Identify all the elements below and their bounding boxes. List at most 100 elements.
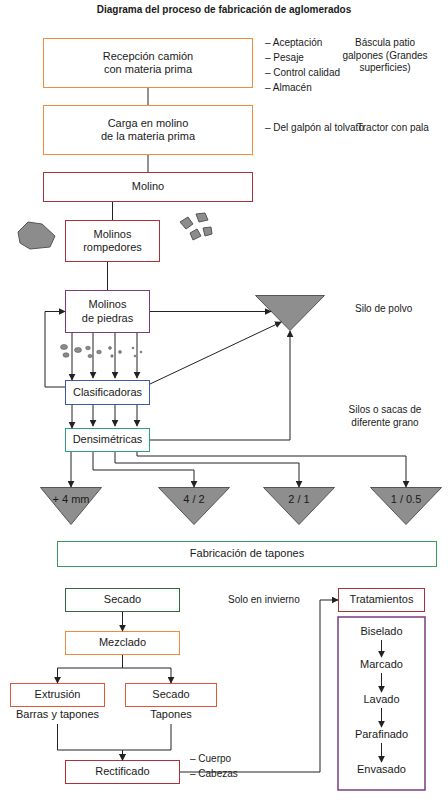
silo-shape (264, 488, 335, 525)
lane-arrow (93, 333, 94, 378)
silo-shape (159, 488, 230, 525)
annotation-label: – Almacén (265, 82, 312, 95)
flow-connector (115, 452, 299, 487)
annotation-label: – Cabezas (190, 768, 238, 781)
step-item: Marcado (338, 657, 425, 673)
flow-connector (72, 333, 73, 380)
flow-connector (58, 655, 123, 683)
process-box: Molino (43, 172, 253, 202)
node-text: Tratamientos (350, 593, 414, 606)
stone (132, 347, 134, 349)
node-text: + 4 mm (53, 493, 90, 506)
stone (88, 354, 92, 357)
stone (61, 345, 68, 350)
flow-connector (137, 452, 406, 487)
stone (119, 351, 122, 354)
node-text: Fabricación de tapones (190, 547, 304, 560)
pebble (190, 229, 201, 240)
lane-arrow (137, 405, 138, 426)
annotation-label: – Cuerpo (190, 753, 231, 766)
node-text: Clasificadoras (73, 386, 142, 399)
flow-connector (123, 655, 172, 683)
silo-outline (255, 295, 325, 331)
annotation-label: Báscula patio galpones (Grandes superfic… (335, 37, 435, 75)
pebble (180, 217, 193, 229)
process-box: Tratamientos (338, 588, 425, 612)
node-text: 4 / 2 (183, 493, 204, 506)
node-text: Lavado (363, 693, 399, 706)
flow-connector (150, 331, 290, 440)
process-box: Recepción camión con materia prima (43, 38, 253, 88)
step-item: Parafinado (338, 727, 425, 743)
step-item: Envasado (338, 762, 425, 778)
silo-triangle: 2 / 1 (263, 487, 335, 525)
process-box: Carga en molino de la materia prima (43, 105, 253, 155)
flow-connector (148, 155, 149, 172)
node-text: Barras y tapones (0, 708, 124, 721)
process-box: Rectificado (65, 760, 180, 784)
step-item: Lavado (338, 692, 425, 708)
node-text: Parafinado (355, 728, 408, 741)
stone (75, 348, 82, 353)
flow-connector (150, 311, 271, 312)
node-text: Biselado (360, 625, 402, 638)
node-text: Recepción camión con materia prima (101, 50, 196, 76)
annotation-label: – Del galpón al tolvato (265, 122, 364, 135)
flow-connector (72, 405, 73, 428)
stone (111, 355, 113, 357)
node-text: Carga en molino de la materia prima (101, 117, 196, 143)
stone (109, 347, 112, 350)
process-box: Fabricación de tapones (57, 541, 437, 567)
node-text: Extrusión (35, 688, 81, 701)
silo-shape (371, 488, 442, 525)
lane-arrow (115, 333, 116, 378)
node-text: Secado (152, 688, 189, 701)
stone (86, 346, 91, 350)
flow-connector (148, 88, 149, 105)
pebble (203, 227, 212, 236)
stone (140, 351, 142, 353)
annotation-label: Solo en invierno (228, 594, 300, 607)
silo-outline (370, 487, 442, 525)
silo-triangle: + 4 mm (40, 487, 102, 525)
flow-connector (150, 322, 281, 384)
flow-connector (58, 724, 123, 760)
flow-connector (45, 312, 65, 388)
node-text: Densimétricas (73, 433, 143, 446)
stone (134, 355, 136, 357)
diagram-title: Diagrama del proceso de fabricación de a… (0, 4, 448, 15)
flow-connector (381, 640, 382, 657)
annotation-label: – Aceptación (265, 37, 322, 50)
process-box: Secado (65, 588, 180, 612)
node-text: Rectificado (95, 765, 149, 778)
node-text: Molinos de piedras (81, 298, 134, 324)
silo-triangle: 1 / 0.5 (370, 487, 442, 525)
node-text: Molino (132, 180, 164, 193)
step-item: Biselado (338, 624, 425, 640)
node-text: Tapones (106, 708, 236, 721)
flow-connector (381, 673, 382, 692)
flow-connector (112, 202, 113, 220)
annotation-label: Tractor con pala (357, 122, 429, 135)
flow-connector (107, 262, 108, 290)
silo-triangle: Silo de polvo (255, 295, 325, 331)
node-text: 1 / 0.5 (391, 493, 422, 506)
silo-shape (256, 296, 325, 331)
node-text: Molinos rompedores (75, 228, 150, 254)
annotation-label: Silos o sacas de diferente grano (335, 404, 435, 429)
node-text: Secado (104, 593, 141, 606)
process-box: Clasificadoras (65, 380, 150, 405)
lane-arrow (137, 333, 138, 378)
silo-triangle: 4 / 2 (158, 487, 230, 525)
process-box: SecadoTapones (125, 683, 217, 707)
node-text: Mezclado (99, 636, 146, 649)
process-box: Densimétricas (65, 428, 150, 452)
silo-outline (158, 487, 230, 525)
stones (61, 345, 142, 358)
stone (97, 350, 102, 354)
annotation-label: – Pesaje (265, 52, 304, 65)
process-box: Mezclado (65, 631, 180, 655)
process-box: Molinos de piedras (65, 290, 150, 333)
